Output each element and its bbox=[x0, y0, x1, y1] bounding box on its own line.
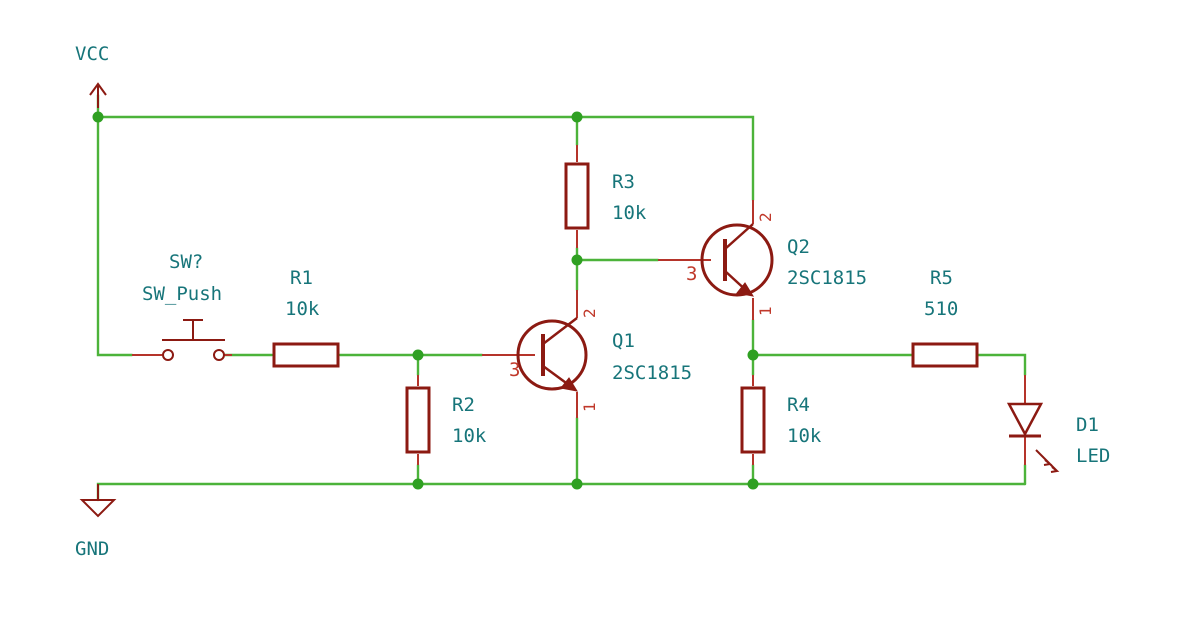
resistor-r4: R4 10k bbox=[740, 375, 822, 465]
wire-vcc-rail bbox=[96, 93, 755, 202]
resistor-body-icon bbox=[740, 386, 766, 454]
r2-ref: R2 bbox=[452, 394, 475, 416]
q2-pin-base: 3 bbox=[686, 263, 697, 285]
r3-ref: R3 bbox=[612, 171, 635, 193]
q2-value: 2SC1815 bbox=[787, 267, 867, 289]
switch-value: SW_Push bbox=[142, 283, 222, 305]
d1-value: LED bbox=[1076, 445, 1110, 467]
resistor-body-icon bbox=[272, 342, 340, 368]
d1-ref: D1 bbox=[1076, 414, 1099, 436]
r4-value: 10k bbox=[787, 425, 822, 447]
resistor-body-icon bbox=[911, 342, 979, 368]
wire-r3-to-q2-base bbox=[575, 246, 660, 292]
junction-dot bbox=[747, 478, 759, 490]
led-d1: D1 LED bbox=[1006, 375, 1110, 473]
q1-value: 2SC1815 bbox=[612, 362, 692, 384]
gnd-label: GND bbox=[75, 538, 109, 560]
transistor-envelope-icon bbox=[516, 319, 588, 391]
q1-pin-base: 3 bbox=[509, 359, 520, 381]
junctions bbox=[92, 111, 759, 490]
r4-ref: R4 bbox=[787, 394, 810, 416]
emitter-arrow-icon bbox=[560, 377, 579, 392]
light-emission-icon bbox=[1035, 449, 1060, 473]
q2-pin-emitter: 1 bbox=[756, 306, 775, 316]
resistor-r2: R2 10k bbox=[405, 375, 487, 465]
junction-dot bbox=[412, 349, 424, 361]
vcc-arrow-icon bbox=[89, 82, 107, 108]
q2-ref: Q2 bbox=[787, 236, 810, 258]
wire-r5-to-led bbox=[976, 353, 1027, 377]
switch-ref: SW? bbox=[169, 251, 203, 273]
gnd-symbol: GND bbox=[75, 484, 117, 560]
resistor-body-icon bbox=[564, 162, 590, 230]
vcc-symbol: VCC bbox=[75, 43, 109, 108]
emitter-arrow-icon bbox=[736, 282, 755, 297]
q1-pin-emitter: 1 bbox=[580, 402, 599, 412]
wires bbox=[96, 93, 1027, 502]
resistor-r5: R5 510 bbox=[911, 267, 979, 368]
r2-value: 10k bbox=[452, 425, 487, 447]
q1-pin-collector: 2 bbox=[580, 308, 599, 318]
transistor-envelope-icon bbox=[700, 223, 774, 297]
diode-triangle-icon bbox=[1006, 402, 1044, 437]
wire-gnd-rail bbox=[96, 482, 1027, 502]
switch-contact-left bbox=[162, 349, 174, 361]
transistor-q2: 3 2 1 Q2 2SC1815 bbox=[658, 200, 867, 320]
junction-dot bbox=[571, 254, 583, 266]
switch-contact-right bbox=[213, 349, 225, 361]
switch-actuator-icon bbox=[162, 319, 225, 341]
vcc-label: VCC bbox=[75, 43, 109, 65]
junction-dot bbox=[571, 111, 583, 123]
junction-dot bbox=[412, 478, 424, 490]
q2-pin-collector: 2 bbox=[756, 212, 775, 222]
resistor-r3: R3 10k bbox=[564, 145, 647, 248]
r3-value: 10k bbox=[612, 202, 647, 224]
r1-value: 10k bbox=[285, 298, 320, 320]
junction-dot bbox=[571, 478, 583, 490]
r5-ref: R5 bbox=[930, 267, 953, 289]
resistor-body-icon bbox=[405, 386, 431, 454]
resistor-r1: R1 10k bbox=[272, 267, 340, 368]
transistor-q1: 3 2 1 Q1 2SC1815 bbox=[482, 290, 692, 418]
r5-value: 510 bbox=[924, 298, 958, 320]
q1-ref: Q1 bbox=[612, 330, 635, 352]
gnd-triangle-icon bbox=[79, 484, 117, 518]
r1-ref: R1 bbox=[290, 267, 313, 289]
wire-vcc-to-switch bbox=[96, 115, 134, 357]
push-switch: SW? SW_Push bbox=[132, 251, 232, 361]
junction-dot bbox=[747, 349, 759, 361]
junction-dot bbox=[92, 111, 104, 123]
